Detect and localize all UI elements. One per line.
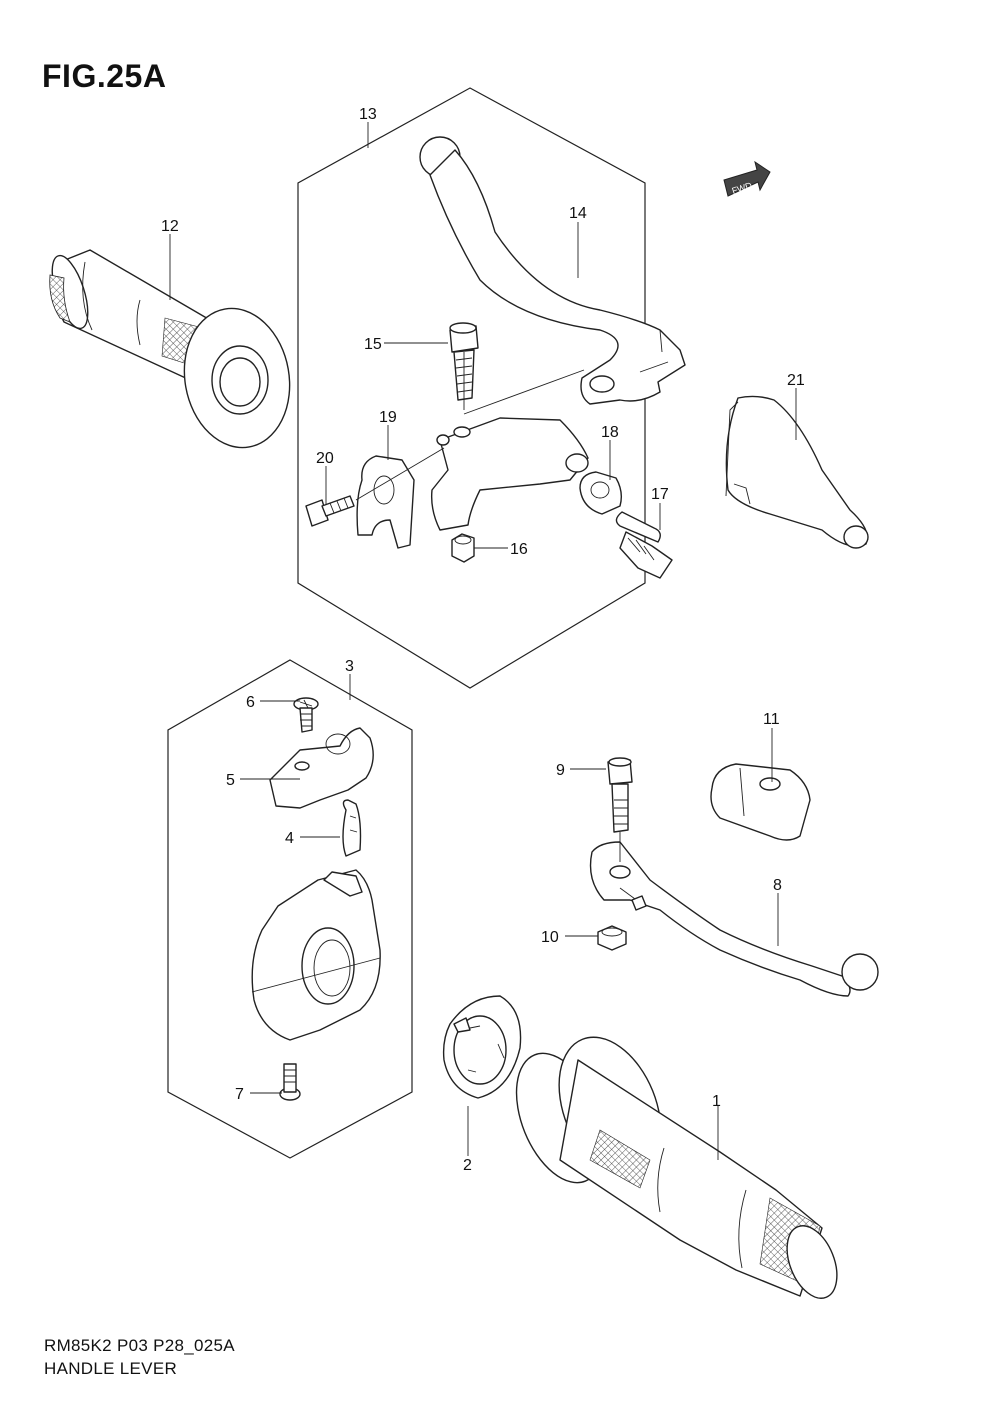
callout-8: 8 (773, 877, 782, 894)
part-10-nut (597, 925, 627, 951)
callout-13: 13 (359, 106, 377, 123)
diagram-code: RM85K2 P03 P28_025A (44, 1336, 235, 1355)
lever-holder-bracket (430, 417, 589, 531)
throttle-housing (251, 869, 381, 1041)
leader-lines (169, 122, 797, 1160)
assembly-lines (355, 352, 621, 862)
part-5-cable-guide (269, 727, 374, 809)
part-18-locknut (579, 471, 623, 515)
part-17-adjuster (615, 511, 673, 579)
part-6-screw (293, 697, 319, 733)
callout-6: 6 (246, 694, 255, 711)
callout-4: 4 (285, 830, 294, 847)
callout-labels: 1 2 3 4 5 6 7 8 9 10 11 12 13 14 15 16 1… (161, 106, 805, 1174)
fwd-arrow-icon: FWD (723, 160, 771, 197)
part-16-nut (451, 533, 475, 563)
callout-5: 5 (226, 772, 235, 789)
group-3-outline (167, 659, 413, 1159)
callout-14: 14 (569, 205, 587, 222)
part-19-clamp (356, 455, 415, 549)
part-20-screw (305, 495, 355, 527)
callout-9: 9 (556, 762, 565, 779)
part-12-left-grip (49, 249, 291, 449)
group-13-outline (297, 87, 646, 689)
callout-1: 1 (712, 1093, 721, 1110)
callout-12: 12 (161, 218, 179, 235)
part-2-pulley (442, 995, 522, 1099)
part-4-clip (342, 799, 362, 857)
callout-11: 11 (763, 711, 780, 728)
callout-2: 2 (463, 1157, 472, 1174)
callout-21: 21 (787, 372, 805, 389)
part-9-bolt (607, 757, 633, 833)
part-7-screw (279, 1063, 301, 1101)
callout-16: 16 (510, 541, 528, 558)
part-14-lever (419, 136, 686, 405)
callout-17: 17 (651, 486, 669, 503)
callout-15: 15 (364, 336, 382, 353)
part-21-lever-cover (725, 395, 869, 549)
figure-title: FIG.25A (42, 58, 167, 94)
callout-18: 18 (601, 424, 619, 441)
part-1-right-grip (515, 1036, 838, 1299)
part-11-cover (710, 763, 811, 841)
part-8-lever (589, 841, 879, 997)
diagram-name: HANDLE LEVER (44, 1359, 178, 1378)
callout-3: 3 (345, 658, 354, 675)
callout-20: 20 (316, 450, 334, 467)
callout-10: 10 (541, 929, 559, 946)
callout-19: 19 (379, 409, 397, 426)
callout-7: 7 (235, 1086, 244, 1103)
